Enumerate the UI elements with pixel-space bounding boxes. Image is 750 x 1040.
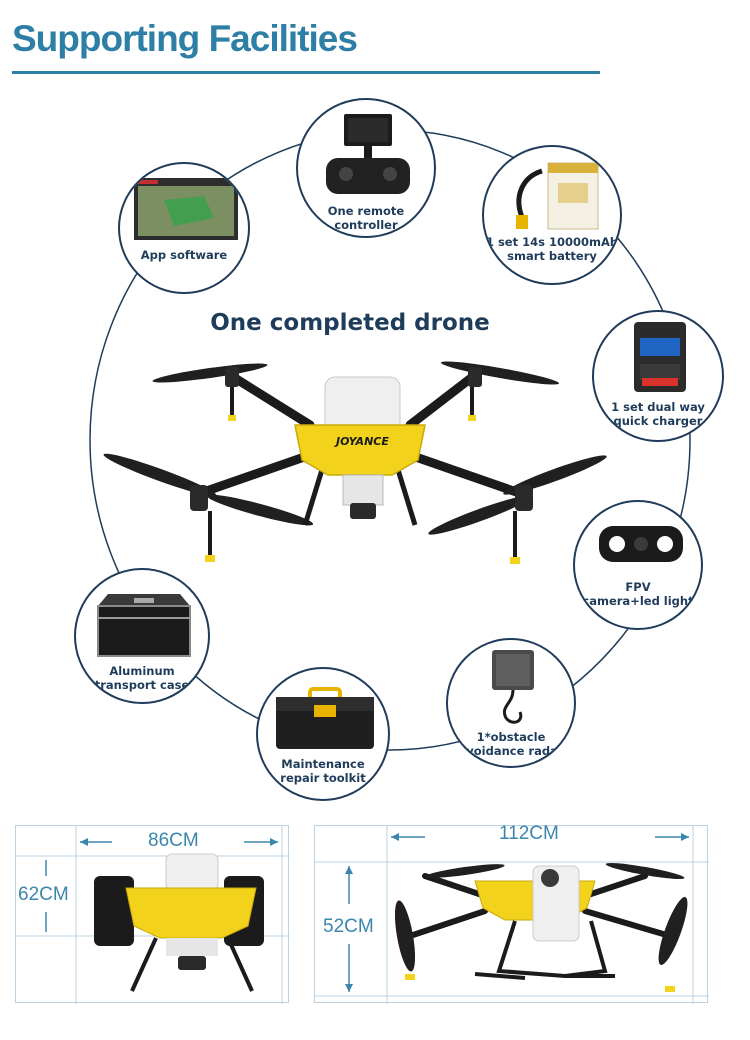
accessory-fpv: FPV (camera+led light) [573,500,703,630]
fpv-camera-icon [599,526,683,562]
app-software-screen-icon [134,178,238,240]
caption-quick-charger: 1 set dual way quick charger [611,400,705,428]
remote-controller-icon [326,114,410,194]
caption-fpv: FPV (camera+led light) [577,580,699,608]
folded-height-label: 62CM [18,884,69,905]
caption-toolkit: Maintenance repair toolkit [280,757,366,785]
accessory-quick-charger: 1 set dual way quick charger [592,310,724,442]
folded-dimension-panel: 86CM 62CM [15,825,290,1004]
unfolded-height-label: 52CM [323,916,374,937]
accessory-radar: 1*obstacle avoidance radar [446,638,576,768]
accessory-toolkit: Maintenance repair toolkit [256,667,390,801]
smart-battery-icon [516,162,599,230]
drone-illustration: JOYANCE [103,361,607,564]
folded-width-label: 86CM [148,830,199,851]
transport-case-icon [97,594,191,657]
accessory-app-software: App software [118,162,250,294]
page-title: Supporting Facilities [12,18,358,59]
accessory-remote-controller: One remote controller [296,98,436,238]
caption-smart-battery: 1 set 14s 10000mAh smart battery [485,235,619,263]
unfolded-width-label: 112CM [499,823,559,844]
toolkit-icon [276,687,374,749]
caption-app-software: App software [140,248,228,262]
title-underline [12,71,600,74]
quick-charger-icon [634,322,686,392]
drone-brand-text: JOYANCE [334,435,389,448]
unfolded-dimension-lines [315,826,709,1004]
folded-dimension-lines [16,826,290,1004]
caption-remote-controller: One remote controller [327,204,405,232]
accessory-smart-battery: 1 set 14s 10000mAh smart battery [482,145,622,285]
radar-icon [492,650,534,724]
unfolded-dimension-panel: 112CM 52CM [314,823,709,1004]
accessory-transport-case: Aluminum transport case [74,568,210,704]
caption-transport-case: Aluminum transport case [94,664,190,692]
drone-headline: One completed drone [210,310,490,336]
caption-radar: 1*obstacle avoidance radar [458,730,564,758]
